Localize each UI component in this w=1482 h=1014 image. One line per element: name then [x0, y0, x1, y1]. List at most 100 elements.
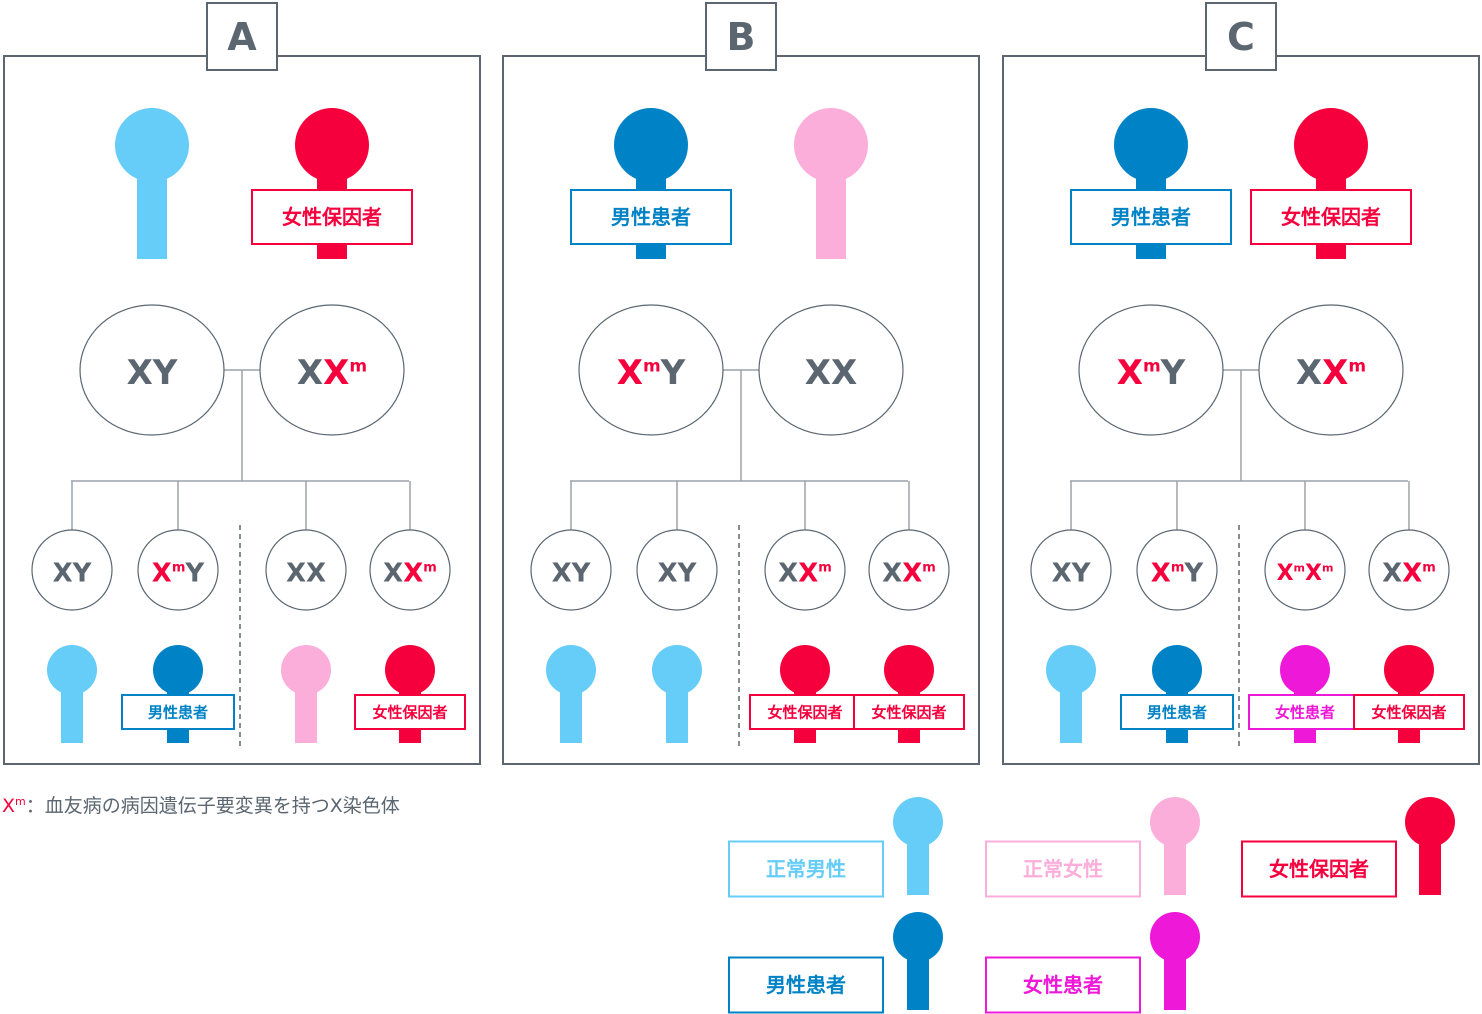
- pin-head: [115, 108, 189, 182]
- pin-head: [295, 108, 369, 182]
- pin-head: [1150, 912, 1200, 962]
- child-pin: [47, 645, 97, 743]
- pin-head: [652, 645, 702, 695]
- child-genotype-circle: [137, 529, 219, 611]
- panel-label-tab: [206, 2, 278, 71]
- footnote-text: ：血友病の病因遺伝子要変異を持つX染色体: [26, 795, 400, 817]
- genotype-superscript: m: [922, 560, 936, 575]
- genotype-label: XXm​: [1382, 558, 1436, 588]
- status-tag-box: [1120, 694, 1234, 730]
- status-tag-box: [985, 956, 1141, 1014]
- child-pin: [652, 645, 702, 743]
- status-tag-box: [728, 840, 884, 898]
- genotype-label: Xm​Xm​: [1277, 561, 1334, 586]
- genotype-label: XXm​: [778, 558, 832, 588]
- status-tag-box: [354, 694, 466, 730]
- genotype-superscript: m: [1294, 562, 1305, 575]
- genotype-part: X: [1117, 353, 1143, 393]
- status-tag-box: [121, 694, 235, 730]
- parent-genotype-circle: [259, 304, 405, 436]
- status-tag-label: 正常男性: [766, 857, 846, 881]
- genotype-part: X: [1277, 561, 1294, 586]
- pin-head: [47, 645, 97, 695]
- genotype-superscript: m: [1171, 560, 1185, 575]
- legend-item: 正常女性: [985, 797, 1200, 898]
- child-pin: [546, 645, 596, 743]
- legend-item: 女性患者: [985, 912, 1200, 1014]
- pin-head: [385, 645, 435, 695]
- genotype-part: X: [902, 558, 922, 588]
- status-tag: 男性患者: [1120, 694, 1234, 730]
- legend-pin: [1405, 797, 1455, 895]
- parent-pin: [115, 108, 189, 259]
- status-tag-box: [1241, 840, 1397, 898]
- parent-genotype-circle: [1078, 304, 1224, 436]
- child-genotype-circle: [764, 529, 846, 611]
- genotype-superscript: m: [423, 560, 437, 575]
- pin-head: [1046, 645, 1096, 695]
- genotype-label: Xm​Y: [152, 558, 206, 588]
- status-tag: 女性保因者: [1353, 694, 1465, 730]
- status-tag-box: [1248, 694, 1362, 730]
- legend-item: 男性患者: [728, 912, 943, 1014]
- legend-pin: [893, 797, 943, 895]
- genotype-superscript: m: [349, 356, 367, 376]
- status-tag: 男性患者: [121, 694, 235, 730]
- status-tag-box: [985, 840, 1141, 898]
- status-tag-label: 男性患者: [148, 703, 208, 721]
- pin-head: [1150, 797, 1200, 847]
- status-tag: 女性保因者: [1250, 189, 1412, 245]
- genotype-part: X: [1151, 558, 1171, 588]
- legend: 正常男性正常女性女性保因者男性患者女性患者: [728, 797, 1455, 1014]
- status-tag-label: 男性患者: [766, 973, 846, 997]
- parent-genotype-circle: [79, 304, 225, 436]
- panel-label: C: [1227, 15, 1255, 59]
- status-tag-box: [1250, 189, 1412, 245]
- genotype-part: X: [778, 558, 798, 588]
- panel-label-tab: [1205, 2, 1277, 71]
- status-tag-label: 男性患者: [611, 205, 691, 229]
- genotype-part: X: [882, 558, 902, 588]
- panel-label: B: [727, 15, 756, 59]
- status-tag: 女性保因者: [354, 694, 466, 730]
- genotype-part: X: [323, 353, 349, 393]
- genotype-part: X: [798, 558, 818, 588]
- pin-head: [614, 108, 688, 182]
- child-pin: [1046, 645, 1096, 743]
- panel-c: C男性患者女性保因者Xm​YXXm​XYXm​Y男性患者Xm​Xm​女性患者XX…: [1002, 2, 1480, 765]
- child-genotype-circle: [1136, 529, 1218, 611]
- genotype-part: XY: [127, 353, 178, 393]
- pin-head: [1405, 797, 1455, 847]
- genotype-label: Xm​Y: [1151, 558, 1205, 588]
- legend-pin: [1150, 912, 1200, 1010]
- status-tag-label: 女性患者: [1275, 703, 1335, 721]
- genotype-label: XX: [286, 558, 326, 588]
- status-tag-box: [251, 189, 413, 245]
- pin-head: [893, 912, 943, 962]
- child-genotype-circle: [31, 529, 113, 611]
- legend-pin: [1150, 797, 1200, 895]
- footnote: Xm：血友病の病因遺伝子要変異を持つX染色体: [2, 795, 400, 817]
- child-genotype-circle: [636, 529, 718, 611]
- status-tag-box: [853, 694, 965, 730]
- status-tag: 女性患者: [1248, 694, 1362, 730]
- parent-pin: [794, 108, 868, 259]
- panel-label: A: [227, 15, 257, 59]
- status-tag-label: 女性保因者: [1371, 703, 1446, 721]
- genotype-superscript: m: [1422, 560, 1436, 575]
- status-tag-box: [1070, 189, 1232, 245]
- genotype-superscript: m: [1143, 356, 1161, 376]
- genotype-label: Xm​Y: [617, 353, 686, 393]
- genotype-superscript: m: [172, 560, 186, 575]
- genotype-part: X: [617, 353, 643, 393]
- child-pin: [281, 645, 331, 743]
- child-genotype-circle: [868, 529, 950, 611]
- genotype-label: XX: [805, 353, 857, 393]
- child-genotype-circle: [369, 529, 451, 611]
- footnote-x: X: [2, 795, 15, 817]
- genotype-label: XXm​: [882, 558, 936, 588]
- genotype-part: X: [152, 558, 172, 588]
